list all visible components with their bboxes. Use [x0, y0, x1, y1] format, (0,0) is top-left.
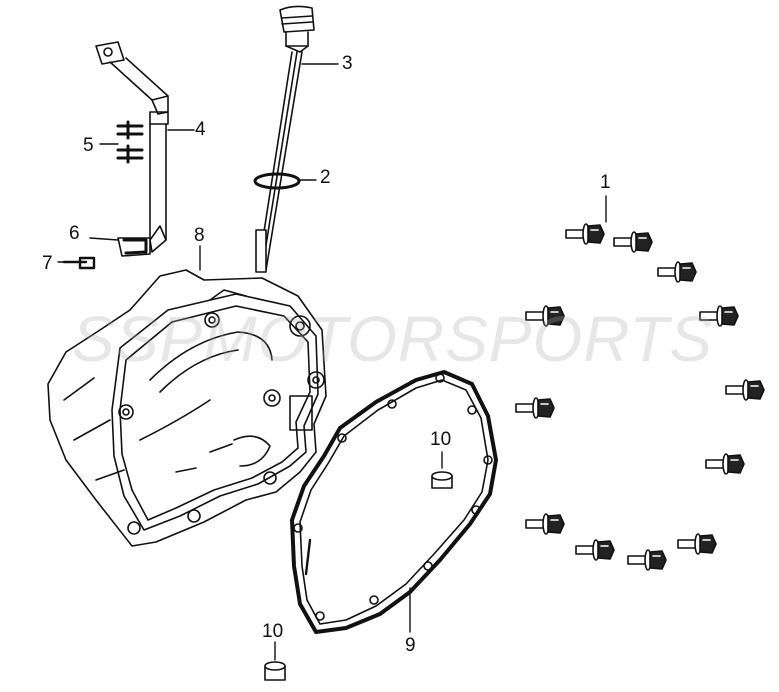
cover-gasket	[290, 370, 498, 634]
callout-8: 8	[194, 225, 205, 246]
leader-lines	[57, 63, 607, 661]
breather-tube-assembly	[95, 41, 169, 257]
flange-bolt	[627, 549, 667, 571]
o-ring	[253, 172, 301, 190]
flange-bolt	[525, 513, 565, 535]
dipstick	[255, 5, 315, 273]
bracket-screw	[62, 256, 96, 270]
callout-1: 1	[600, 172, 611, 193]
callout-9: 9	[405, 635, 416, 656]
callout-10-lower: 10	[262, 621, 284, 642]
flange-bolt	[575, 539, 615, 561]
callout-4: 4	[195, 119, 206, 140]
flange-bolt	[613, 231, 653, 253]
callout-3: 3	[342, 53, 353, 74]
flange-bolt	[525, 305, 565, 327]
callout-6: 6	[69, 223, 80, 244]
flange-bolt	[565, 223, 605, 245]
callout-7: 7	[42, 253, 53, 274]
callout-5: 5	[83, 135, 94, 156]
flange-bolt	[515, 397, 555, 419]
callout-10-upper: 10	[430, 429, 452, 450]
watermark: SSPMOTORSPORTS	[72, 303, 714, 375]
crankcase-cover	[47, 269, 327, 547]
flange-bolt	[705, 453, 745, 475]
flange-bolts	[515, 223, 765, 571]
dowel-pin-upper	[431, 471, 453, 489]
flange-bolt	[657, 261, 697, 283]
flange-bolt	[725, 379, 765, 401]
flange-bolt	[677, 533, 717, 555]
dowel-pin-lower	[264, 661, 286, 681]
callout-2: 2	[320, 167, 331, 188]
flange-bolt	[699, 305, 739, 327]
